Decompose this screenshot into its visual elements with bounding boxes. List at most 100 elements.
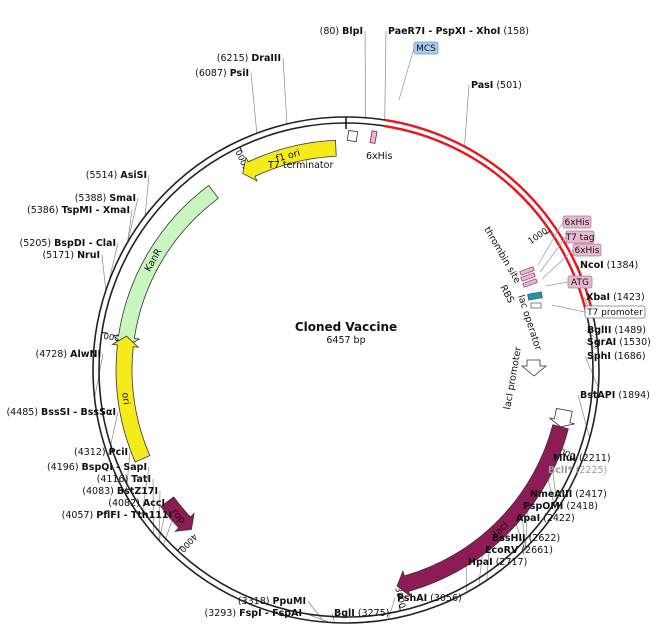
restriction-site: (4116) TatI	[97, 474, 151, 485]
restriction-site: (4082) AccI	[108, 498, 165, 509]
restriction-site: (5388) SmaI	[75, 193, 136, 204]
restriction-site: BstAPI (1894)	[580, 390, 650, 401]
tick-mark	[101, 331, 108, 334]
tag-mark-1	[520, 272, 536, 282]
box-leader	[398, 47, 415, 101]
restriction-site: (5205) BspDI - ClaI	[20, 238, 116, 249]
feature-box	[413, 41, 439, 55]
restriction-site: (3293) FspI - FspAI	[205, 608, 302, 619]
thrombin-mark	[519, 266, 535, 276]
restriction-site-labels: (80) BlpI PaeR7I - PspXI - XhoI (158) PasI…	[6, 26, 650, 619]
feature-box-label: 6xHis	[564, 218, 589, 228]
feature-label: ori	[119, 392, 132, 406]
thrombin-site-label: thrombin site	[481, 225, 522, 286]
feature-laci	[396, 424, 569, 598]
restriction-site: (5171) NruI	[42, 250, 100, 261]
sixhis-top-mark	[369, 130, 378, 144]
feature-box-label: T7 tag	[565, 233, 595, 243]
feature-ori	[111, 335, 151, 463]
restriction-site: (80) BlpI	[320, 26, 363, 37]
site-leader	[127, 197, 139, 243]
restriction-site: EcoRV (2661)	[485, 545, 553, 556]
site-leader	[387, 597, 396, 620]
feature-box	[567, 275, 593, 289]
feature-kanr	[112, 184, 219, 348]
lac-operator-label: lac operator	[515, 294, 543, 352]
site-leader	[101, 254, 107, 291]
restriction-site: (4312) PciI	[74, 447, 128, 458]
site-leader	[364, 30, 367, 118]
tick-label: 3000	[392, 586, 407, 609]
t7-terminator-label: T7 terminator	[267, 160, 333, 171]
feature-box-label: ATG	[571, 278, 589, 288]
restriction-site: BssHII (2622)	[492, 533, 560, 544]
site-leader	[478, 549, 484, 586]
restriction-site: (4196) BspQI - SapI	[47, 462, 147, 473]
restriction-site: BglI (3275)	[334, 608, 389, 619]
tag-mark-2	[522, 278, 538, 288]
feature-box	[584, 305, 646, 319]
restriction-site: BclI* (2225)	[548, 465, 607, 476]
box-leader	[545, 281, 569, 287]
site-leader	[127, 209, 133, 243]
restriction-site: (4485) BssSI - BssSαI	[6, 407, 116, 418]
restriction-site: (5386) TspMI - XmaI	[27, 205, 130, 216]
box-leader	[537, 221, 564, 266]
tick-mark	[239, 146, 243, 153]
restriction-site: PasI (501)	[471, 80, 522, 91]
insert-outer-arc	[384, 118, 594, 315]
restriction-site: PspOMI (2418)	[523, 501, 598, 512]
site-leader	[108, 242, 119, 283]
tick-label: 4000	[177, 531, 199, 554]
site-leader	[465, 561, 468, 593]
restriction-site: ApaI (2422)	[516, 513, 575, 524]
restriction-site: NmeAIII (2417)	[530, 489, 607, 500]
plasmid-backbone	[92, 116, 600, 624]
box-leader	[541, 249, 574, 280]
restriction-site: (6215) DraIII	[217, 53, 281, 64]
box-leader	[551, 304, 586, 313]
restriction-site: SgrAI (1530)	[587, 337, 651, 348]
restriction-site: (4057) PflFI - Tth111I	[62, 510, 172, 521]
laci-promoter-label: lacI promoter	[502, 346, 524, 411]
small-features	[346, 130, 548, 377]
feature-box-label: MCS	[416, 44, 436, 54]
sixhis-top-label: 6xHis	[366, 151, 392, 162]
box-leader	[539, 236, 567, 273]
site-leader	[250, 72, 258, 134]
insert-inner-arc	[383, 124, 588, 316]
feature-laci-promoter	[549, 408, 575, 428]
site-leader	[144, 174, 150, 217]
feature-box-label: T7 promoter	[586, 308, 643, 318]
feature-box	[572, 243, 602, 257]
site-leader	[331, 612, 335, 623]
rbs-label: RBS	[497, 283, 516, 305]
restriction-site: SphI (1686)	[587, 351, 646, 362]
site-leader	[584, 355, 599, 388]
site-leader	[282, 57, 288, 125]
restriction-site: (4728) AlwNI	[36, 349, 101, 360]
restriction-site: BglII (1489)	[587, 325, 646, 336]
restriction-site: NcoI (1384)	[580, 260, 638, 271]
tick-mark	[398, 604, 401, 612]
site-leader	[107, 411, 119, 457]
tick-mark	[570, 457, 576, 462]
plasmid-length: 6457 bp	[326, 335, 365, 346]
restriction-site: MluI (2211)	[553, 453, 611, 464]
tick-mark	[177, 545, 182, 551]
feature-f1-ori	[242, 139, 337, 182]
tick-mark	[544, 230, 551, 235]
feature-box	[562, 215, 592, 229]
feature-box-label: 6xHis	[574, 246, 599, 256]
restriction-site: PaeR7I - PspXI - XhoI (158)	[388, 26, 529, 37]
restriction-site: (4083) BstZ17I	[82, 486, 158, 497]
t7-terminator-mark	[346, 130, 359, 143]
feature-box	[565, 230, 595, 244]
laci-promoter-arrow	[520, 359, 548, 377]
tick-label: 1000	[527, 226, 551, 246]
restriction-site: (3318) PpuMI	[238, 596, 306, 607]
restriction-site: PshAI (3056)	[397, 593, 462, 604]
restriction-site: XbaI (1423)	[586, 292, 645, 303]
